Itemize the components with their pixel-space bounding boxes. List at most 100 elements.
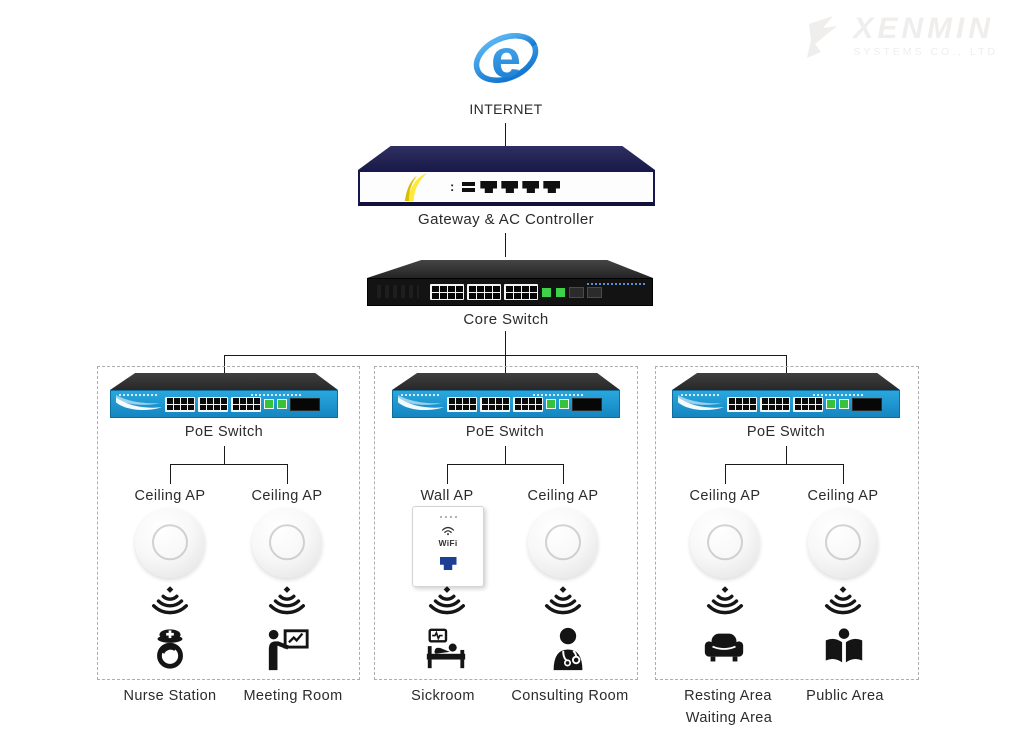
rj45-port	[246, 404, 253, 410]
connector-drop-left	[224, 355, 225, 374]
ceiling-ap-device	[252, 508, 322, 578]
port-group	[513, 396, 543, 412]
rj45-port	[808, 404, 815, 410]
connector-core-stub	[505, 331, 506, 355]
rj45-port	[794, 404, 801, 410]
rj45-port	[488, 398, 495, 404]
rj45-port	[180, 404, 187, 410]
rj45-port	[206, 404, 213, 410]
rj45-port	[521, 285, 529, 292]
port-group	[198, 396, 228, 412]
ceiling-ap-device	[135, 508, 205, 578]
port-group	[727, 396, 757, 412]
wifi-signal-icon	[544, 585, 582, 615]
wifi-signal-icon	[268, 585, 306, 615]
rj45-port	[492, 292, 500, 299]
connector-drop-right	[786, 355, 787, 374]
room-label: Public Area	[806, 688, 884, 704]
rj45-port	[455, 285, 463, 292]
port-group	[467, 284, 501, 300]
poe-switch-label: PoE Switch	[465, 424, 545, 440]
sfp-slot	[290, 397, 320, 411]
rj45-port	[239, 404, 246, 410]
rj45-port	[439, 292, 447, 299]
poe-switch-top-face	[392, 373, 620, 390]
poe-switch-front-panel	[672, 390, 900, 418]
gateway-panel-mark: :	[450, 179, 455, 194]
rj45-port	[468, 292, 476, 299]
rj45-port	[213, 398, 220, 404]
model-text-decoration	[813, 394, 863, 396]
wifi-signal-icon	[151, 585, 189, 615]
ap-label: Wall AP	[420, 488, 474, 504]
ap-label: Ceiling AP	[527, 488, 599, 504]
rj45-port	[213, 404, 220, 410]
uplink-port	[559, 399, 569, 409]
rj45-port	[513, 292, 521, 299]
rj45-port	[801, 404, 808, 410]
connector	[725, 464, 844, 465]
uplink-port	[826, 399, 836, 409]
model-text-decoration	[119, 394, 159, 396]
rj45-port	[492, 285, 500, 292]
rj45-port	[220, 398, 227, 404]
rj45-port	[173, 404, 180, 410]
connector	[447, 464, 448, 484]
wall-ap-device: WiFi	[412, 506, 484, 587]
rj45-port	[253, 404, 260, 410]
watermark-brand-text: XENMIN	[853, 12, 995, 45]
rj45-port	[239, 398, 246, 404]
rj45-port	[749, 404, 756, 410]
rj45-port	[521, 398, 528, 404]
zone-box-right	[655, 366, 919, 680]
yellow-swoosh-decoration	[404, 173, 428, 201]
hospital-bed-icon	[425, 628, 467, 670]
rj45-port	[455, 398, 462, 404]
ap-label: Ceiling AP	[134, 488, 206, 504]
uplink-port	[541, 286, 552, 298]
room-label: Sickroom	[411, 688, 475, 704]
poe-switch-top-face	[110, 373, 338, 390]
rj45-port	[495, 404, 502, 410]
rj45-port	[782, 398, 789, 404]
gateway-label: Gateway & AC Controller	[418, 211, 594, 228]
reading-icon	[825, 628, 863, 663]
nurse-icon	[147, 626, 193, 672]
port-group	[793, 396, 823, 412]
rj45-port	[173, 398, 180, 404]
port-group	[231, 396, 261, 412]
rj45-port	[481, 404, 488, 410]
wifi-signal-icon	[824, 585, 862, 615]
rj45-port	[431, 285, 439, 292]
rj45-port	[439, 285, 447, 292]
white-swoosh-decoration	[116, 394, 162, 411]
rj45-port	[528, 404, 535, 410]
rj45-port	[768, 398, 775, 404]
rj45-port	[794, 398, 801, 404]
rj45-port	[476, 292, 484, 299]
connector-gateway-core	[505, 233, 506, 257]
poe-switch-top-face	[672, 373, 900, 390]
connector	[505, 446, 506, 464]
rj45-port	[488, 404, 495, 410]
rj45-port	[232, 398, 239, 404]
rj45-port	[505, 285, 513, 292]
room-label: Resting Area	[684, 688, 772, 704]
ceiling-ap-device	[528, 508, 598, 578]
sfp-slot	[587, 286, 602, 298]
connector-internet-gateway	[505, 123, 506, 146]
rj45-port	[735, 398, 742, 404]
rj45-port	[529, 285, 537, 292]
room-label: Nurse Station	[123, 688, 217, 704]
zone-box-middle	[374, 366, 638, 680]
poe-switch-front-panel	[110, 390, 338, 418]
rj45-port	[180, 398, 187, 404]
rj45-port	[484, 292, 492, 299]
connector-drop-middle	[505, 355, 506, 374]
connector	[447, 464, 564, 465]
rj45-port	[528, 398, 535, 404]
zone-box-left	[97, 366, 360, 680]
room-label: Meeting Room	[243, 688, 343, 704]
rj45-port	[448, 398, 455, 404]
